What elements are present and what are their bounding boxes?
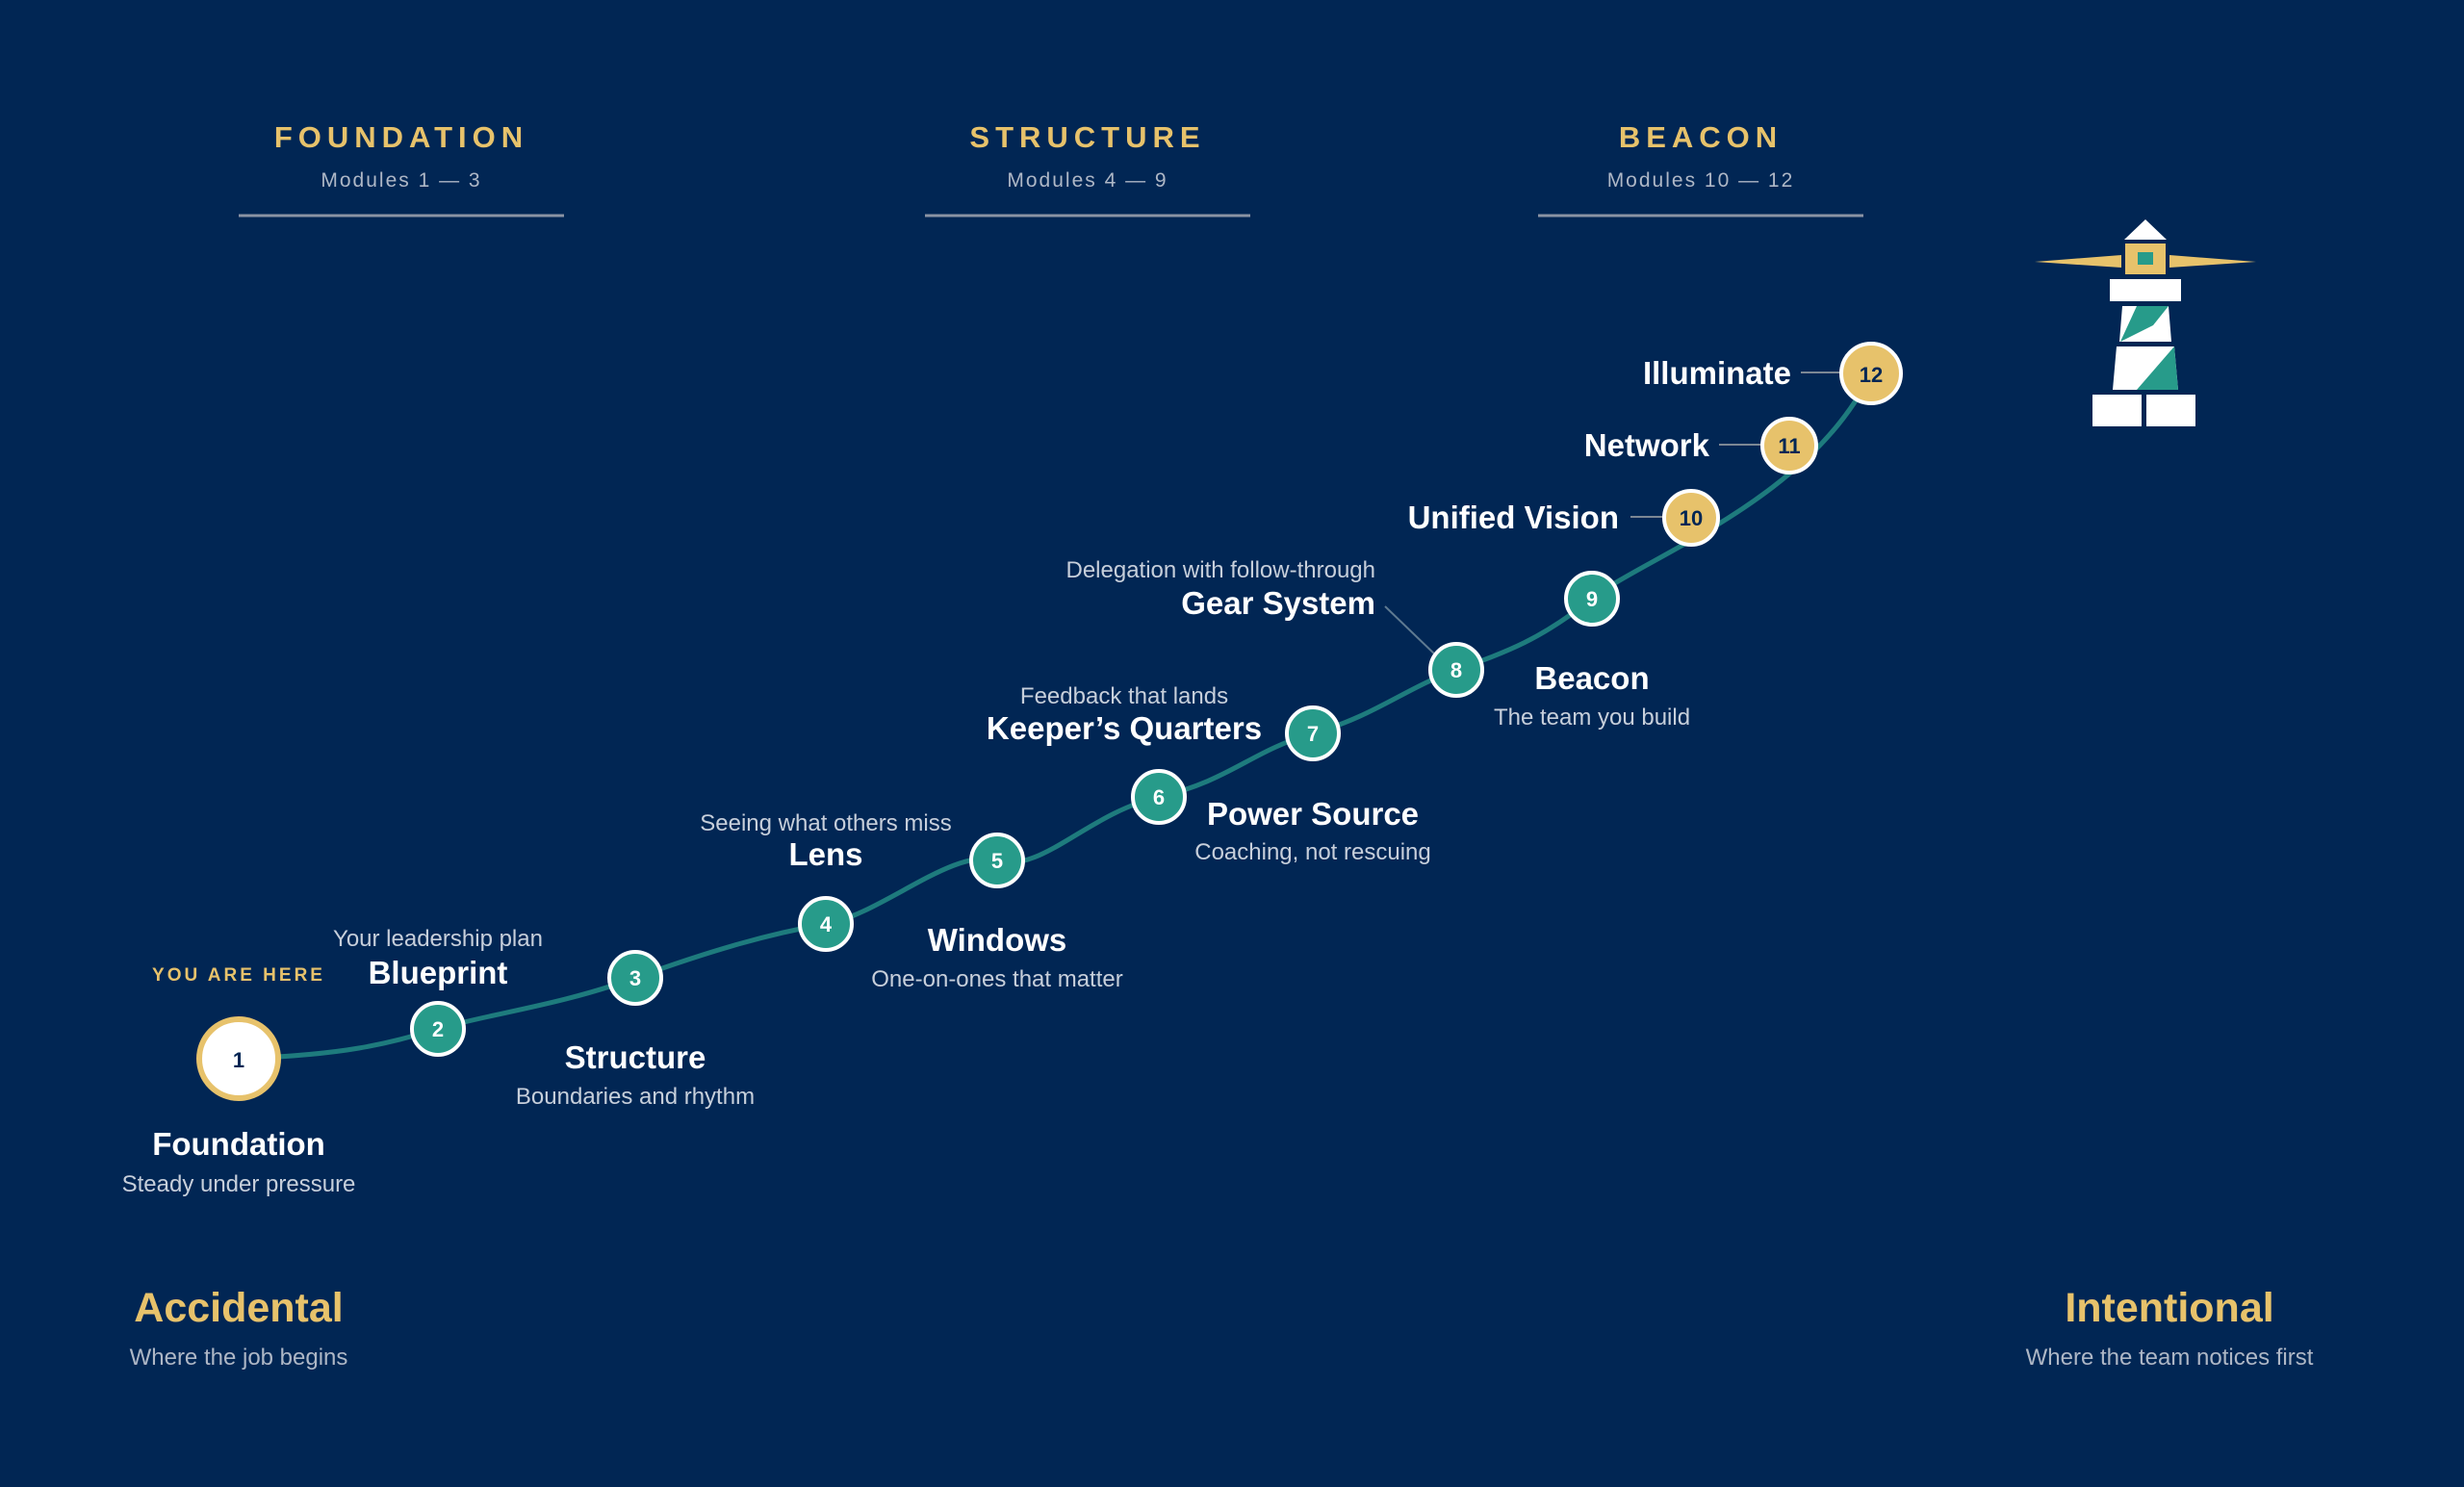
node-circle <box>1564 571 1620 627</box>
module-title: Blueprint <box>369 955 508 990</box>
node-circle <box>1285 705 1341 761</box>
endpoint-title: Accidental <box>134 1285 343 1331</box>
phase-subtitle: Modules 4 — 9 <box>1007 169 1168 192</box>
node-circle <box>607 950 663 1006</box>
module-subtitle: Your leadership plan <box>333 926 543 952</box>
node-circle <box>1839 342 1903 405</box>
node-number: 3 <box>629 966 641 990</box>
module-node-5[interactable]: 5 <box>969 833 1025 888</box>
phase-header-foundation: FOUNDATION Modules 1 — 3 <box>239 120 564 218</box>
module-subtitle: The team you build <box>1494 705 1690 731</box>
module-label-9: Beacon The team you build <box>1494 660 1690 731</box>
node-number: 1 <box>233 1048 244 1072</box>
node-number: 11 <box>1778 434 1800 458</box>
module-node-10[interactable]: 10 <box>1662 489 1720 547</box>
phase-subtitle: Modules 10 — 12 <box>1607 169 1795 192</box>
module-title: Lens <box>788 836 862 872</box>
node-number: 2 <box>432 1017 444 1041</box>
node-number: 8 <box>1450 658 1462 682</box>
lighthouse-icon <box>2035 219 2256 426</box>
module-title: Foundation <box>152 1126 325 1162</box>
module-title: Power Source <box>1207 796 1419 832</box>
phase-header-structure: STRUCTURE Modules 4 — 9 <box>925 120 1250 218</box>
node-circle <box>1662 489 1720 547</box>
module-title: Keeper’s Quarters <box>987 710 1262 746</box>
module-label-4: Seeing what others miss Lens <box>700 810 951 872</box>
phase-title: FOUNDATION <box>274 120 528 154</box>
node-number: 5 <box>991 849 1003 873</box>
module-label-1: Foundation Steady under pressure <box>122 1126 356 1197</box>
module-title: Windows <box>928 922 1067 958</box>
module-node-6[interactable]: 6 <box>1131 769 1187 825</box>
module-label-2: Your leadership plan Blueprint <box>333 926 543 990</box>
phase-title: BEACON <box>1619 120 1783 154</box>
node-circle <box>1131 769 1187 825</box>
node-circle <box>1760 417 1818 474</box>
module-node-7[interactable]: 7 <box>1285 705 1341 761</box>
endpoint-subtitle: Where the team notices first <box>2026 1345 2314 1371</box>
module-title: Gear System <box>1181 585 1375 621</box>
module-node-4[interactable]: 4 <box>798 896 854 952</box>
module-node-12[interactable]: 12 <box>1839 342 1903 405</box>
module-title-10: Unified Vision <box>1408 500 1619 535</box>
module-node-11[interactable]: 11 <box>1760 417 1818 474</box>
phase-subtitle: Modules 1 — 3 <box>321 169 481 192</box>
endpoint-subtitle: Where the job begins <box>130 1345 348 1371</box>
node-circle <box>196 1016 281 1101</box>
module-label-6: Power Source Coaching, not rescuing <box>1194 796 1430 865</box>
node-number: 7 <box>1307 722 1319 746</box>
node-circle <box>798 896 854 952</box>
module-title-12: Illuminate <box>1643 355 1791 391</box>
module-label-8: Delegation with follow-through Gear Syst… <box>1065 557 1375 621</box>
endpoint-title: Intentional <box>2065 1285 2273 1331</box>
node-number: 9 <box>1586 587 1598 611</box>
node-number: 4 <box>820 912 833 936</box>
endpoint-start: Accidental Where the job begins <box>130 1285 348 1371</box>
module-title: Structure <box>565 1039 706 1075</box>
journey-path <box>238 372 1874 1062</box>
module-subtitle: Coaching, not rescuing <box>1194 839 1430 865</box>
module-label-3: Structure Boundaries and rhythm <box>516 1039 755 1110</box>
phase-header-beacon: BEACON Modules 10 — 12 <box>1538 120 1863 218</box>
module-subtitle: Steady under pressure <box>122 1171 356 1197</box>
module-subtitle: One-on-ones that matter <box>871 966 1122 992</box>
you-are-here-label: YOU ARE HERE <box>152 965 325 986</box>
module-node-1[interactable]: 1 <box>196 1016 281 1101</box>
module-node-8[interactable]: 8 <box>1428 642 1484 698</box>
module-title-11: Network <box>1584 427 1710 463</box>
node-circle <box>410 1001 466 1057</box>
module-label-5: Windows One-on-ones that matter <box>871 922 1122 992</box>
node-circle <box>969 833 1025 888</box>
leader-line <box>1384 605 1438 657</box>
module-node-3[interactable]: 3 <box>607 950 663 1006</box>
phase-title: STRUCTURE <box>969 120 1205 154</box>
module-subtitle: Boundaries and rhythm <box>516 1084 755 1110</box>
module-subtitle: Delegation with follow-through <box>1065 557 1375 583</box>
node-number: 12 <box>1860 363 1883 387</box>
node-number: 10 <box>1680 506 1703 530</box>
node-number: 6 <box>1153 785 1165 809</box>
module-subtitle: Feedback that lands <box>1020 683 1228 709</box>
module-node-9[interactable]: 9 <box>1564 571 1620 627</box>
module-node-2[interactable]: 2 <box>410 1001 466 1057</box>
module-label-7: Feedback that lands Keeper’s Quarters <box>987 683 1262 746</box>
module-subtitle: Seeing what others miss <box>700 810 951 836</box>
module-title: Beacon <box>1534 660 1649 696</box>
endpoint-end: Intentional Where the team notices first <box>2026 1285 2314 1371</box>
node-circle <box>1428 642 1484 698</box>
